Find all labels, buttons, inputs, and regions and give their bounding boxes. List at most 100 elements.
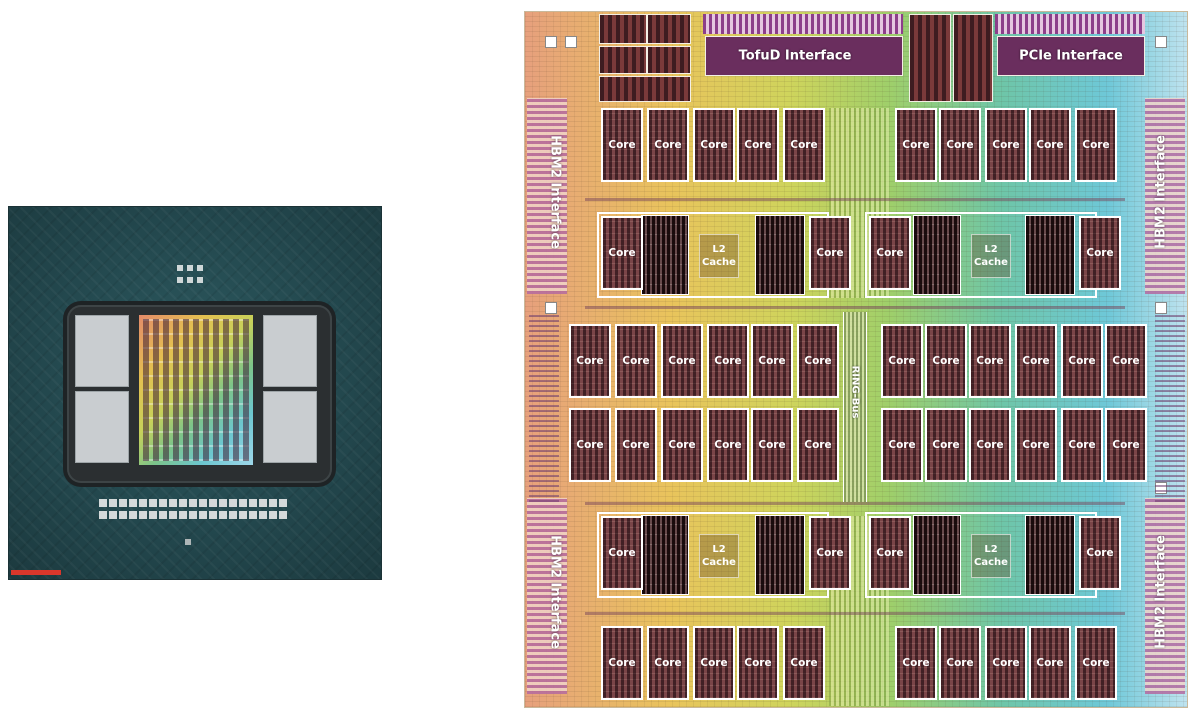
core-tile: Core — [661, 324, 703, 398]
corner-pad — [1155, 36, 1167, 48]
core-label: Core — [804, 439, 832, 451]
io-block — [599, 46, 647, 74]
core-tile: Core — [601, 216, 643, 290]
core-tile: Core — [1079, 216, 1121, 290]
package-mark — [185, 539, 191, 545]
core-label: Core — [1086, 547, 1114, 559]
core-label: Core — [1068, 355, 1096, 367]
core-label: Core — [758, 439, 786, 451]
core-label: Core — [1112, 355, 1140, 367]
io-block — [647, 14, 691, 44]
core-label: Core — [790, 657, 818, 669]
l2-array — [755, 215, 805, 295]
core-label: Core — [902, 139, 930, 151]
hbm-stack — [75, 315, 129, 387]
core-tile: Core — [985, 108, 1027, 182]
core-label: Core — [1022, 439, 1050, 451]
pcie-interface-label: PCIe Interface — [1019, 48, 1123, 64]
core-label: Core — [668, 355, 696, 367]
core-label: Core — [576, 355, 604, 367]
core-tile: Core — [569, 408, 611, 482]
core-label: Core — [932, 439, 960, 451]
core-tile: Core — [881, 324, 923, 398]
core-tile: Core — [615, 324, 657, 398]
core-tile: Core — [1015, 408, 1057, 482]
core-label: Core — [790, 139, 818, 151]
right-side-strip — [1155, 312, 1185, 502]
io-block — [647, 46, 691, 74]
core-tile: Core — [925, 324, 967, 398]
core-tile: Core — [969, 408, 1011, 482]
core-label: Core — [608, 657, 636, 669]
core-label: Core — [1036, 139, 1064, 151]
core-tile: Core — [869, 216, 911, 290]
core-label: Core — [608, 247, 636, 259]
core-label: Core — [700, 139, 728, 151]
tofud-interface-label: TofuD Interface — [738, 48, 852, 64]
left-side-strip — [529, 312, 559, 502]
core-label: Core — [1082, 139, 1110, 151]
corner-pad — [545, 36, 557, 48]
mini-die-image — [139, 315, 253, 465]
core-label: Core — [816, 547, 844, 559]
core-tile: Core — [925, 408, 967, 482]
core-tile: Core — [783, 626, 825, 700]
core-tile: Core — [707, 324, 749, 398]
core-label: Core — [608, 547, 636, 559]
l2-array — [913, 515, 961, 595]
package-lid — [67, 305, 332, 483]
core-tile: Core — [809, 216, 851, 290]
hbm2-interface-label-upper-left: HBM2 Interface — [547, 135, 563, 249]
hbm-stack — [263, 315, 317, 387]
core-tile: Core — [737, 626, 779, 700]
routing-streak — [585, 198, 1125, 201]
core-tile: Core — [797, 408, 839, 482]
core-tile: Core — [881, 408, 923, 482]
core-tile: Core — [869, 516, 911, 590]
core-label: Core — [992, 139, 1020, 151]
io-block — [599, 76, 691, 102]
ring-bus-label: RING-Bus — [849, 365, 861, 419]
package-marker-dots — [177, 265, 209, 285]
core-label: Core — [976, 355, 1004, 367]
core-tile: Core — [615, 408, 657, 482]
hbm-stack — [263, 391, 317, 463]
core-tile: Core — [569, 324, 611, 398]
core-tile: Core — [601, 108, 643, 182]
core-label: Core — [946, 657, 974, 669]
core-tile: Core — [985, 626, 1027, 700]
core-label: Core — [758, 355, 786, 367]
hbm2-pins-upper-right — [1145, 98, 1185, 294]
routing-streak — [585, 306, 1125, 309]
l2-array — [641, 215, 689, 295]
core-tile: Core — [601, 626, 643, 700]
l2-array — [913, 215, 961, 295]
core-tile: Core — [895, 626, 937, 700]
core-tile: Core — [751, 408, 793, 482]
core-tile: Core — [939, 108, 981, 182]
core-label: Core — [1112, 439, 1140, 451]
core-label: Core — [876, 547, 904, 559]
core-label: Core — [946, 139, 974, 151]
core-tile: Core — [1061, 324, 1103, 398]
core-label: Core — [876, 247, 904, 259]
core-tile: Core — [809, 516, 851, 590]
core-tile: Core — [939, 626, 981, 700]
core-tile: Core — [895, 108, 937, 182]
core-tile: Core — [647, 626, 689, 700]
pcie-pins — [995, 14, 1145, 34]
core-label: Core — [744, 657, 772, 669]
core-label: Core — [744, 139, 772, 151]
routing-streak — [585, 612, 1125, 615]
core-label: Core — [888, 355, 916, 367]
core-label: Core — [668, 439, 696, 451]
core-tile: Core — [783, 108, 825, 182]
core-label: Core — [888, 439, 916, 451]
core-tile: Core — [969, 324, 1011, 398]
core-tile: Core — [601, 516, 643, 590]
